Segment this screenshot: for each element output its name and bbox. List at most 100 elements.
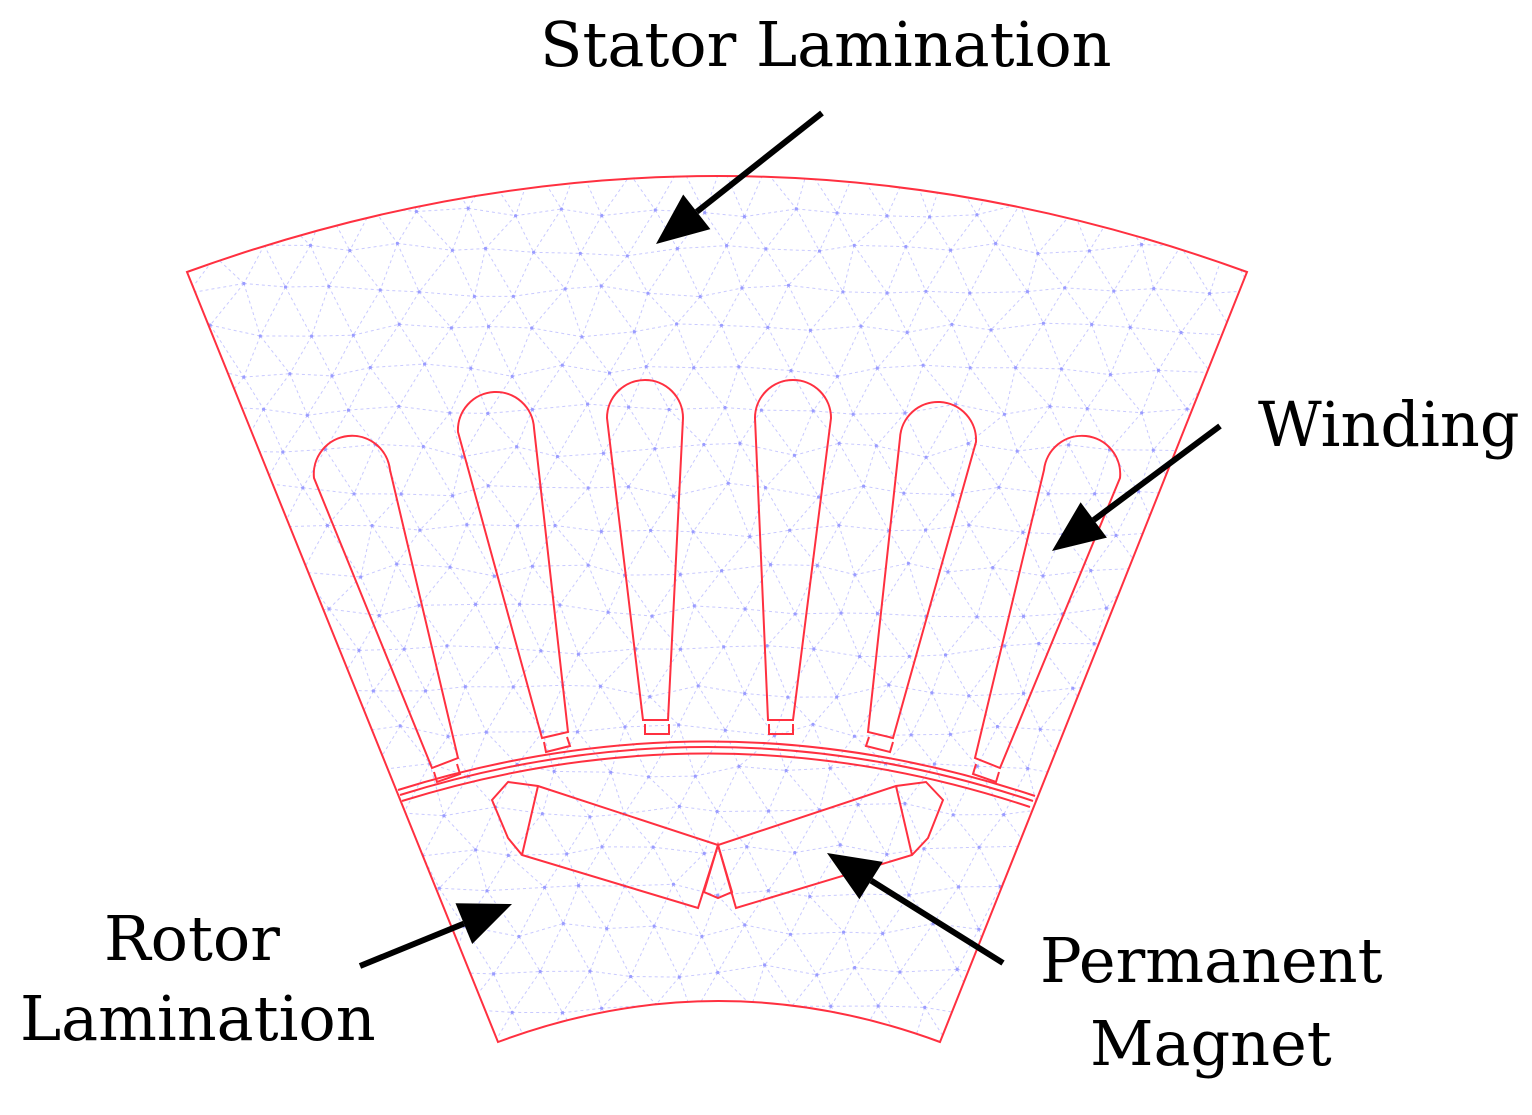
mesh-edge [281,683,335,691]
mesh-edge [192,524,238,530]
mesh-node [765,644,769,648]
mesh-node [1071,852,1075,856]
mesh-edge [334,773,350,815]
mesh-edge [485,215,516,249]
mesh-edge [992,567,1024,617]
mesh-edge [1110,374,1143,414]
mesh-node [773,84,776,87]
mesh-edge [330,124,347,165]
mesh-edge [600,531,626,576]
mesh-node [991,566,995,570]
mesh-edge [701,924,745,937]
mesh-node [484,730,488,734]
mesh-node [262,407,266,411]
mesh-edge [308,884,326,927]
mesh-edge [449,566,495,577]
mesh-edge [1073,208,1116,212]
mesh-edge [1094,449,1110,494]
mesh-edge [360,563,397,578]
mesh-edge [425,686,466,692]
mesh-edge [843,132,887,135]
mesh-node [909,733,913,737]
mesh-node [175,486,178,489]
mesh-edge [1210,372,1247,374]
mesh-edge [863,445,877,487]
mesh-node [943,653,948,657]
mesh-edge [668,367,695,410]
mesh-node [924,289,928,293]
mesh-edge [1068,444,1096,494]
mesh-edge [746,810,769,847]
mesh-edge [858,803,905,805]
mesh-edge [764,176,797,210]
mesh-node [518,602,522,606]
mesh-edge [842,245,855,292]
mesh-edge [220,492,238,526]
mesh-edge [426,84,449,132]
mesh-node [329,123,332,126]
mesh-node [766,325,770,329]
mesh-edge [587,564,609,613]
mesh-edge [906,332,924,366]
mesh-edge [886,246,907,294]
mesh-node [530,326,534,330]
mesh-edge [452,972,494,975]
mesh-edge [1085,803,1131,813]
mesh-node [538,969,542,974]
mesh-edge [1071,887,1097,928]
mesh-edge [796,137,808,168]
mesh-edge [418,291,452,329]
mesh-edge [853,245,888,294]
mesh-edge [191,572,220,608]
mesh-node [281,525,285,529]
mesh-edge [470,367,513,377]
mesh-edge [403,173,448,175]
mesh-edge [976,567,994,617]
mesh-edge [774,86,813,91]
mesh-node [766,809,771,813]
mesh-node [1067,443,1071,447]
mesh-edge [585,90,607,129]
mesh-node [693,774,697,778]
mesh-edge [744,693,788,698]
mesh-edge [400,493,421,531]
mesh-edge [676,248,701,297]
mesh-edge [1234,335,1247,374]
mesh-edge [739,443,766,488]
slot-opening-2 [543,736,572,754]
mesh-edge [765,248,789,286]
mesh-node [516,524,520,528]
mesh-edge [452,248,486,251]
mesh-edge [599,686,626,728]
mesh-edge [607,611,637,650]
mesh-edge [419,495,453,531]
mesh-node [301,94,304,97]
mesh-edge [1206,86,1227,129]
mesh-node [351,333,355,337]
arrow-rotor [358,903,512,969]
mesh-edge [1073,850,1112,855]
mesh-edge [487,176,517,216]
mesh-edge [353,732,374,771]
mesh-edge [951,86,972,128]
mesh-node [539,84,542,87]
mesh-edge [726,216,745,246]
mesh-edge [475,806,496,851]
mesh-node [325,523,329,528]
mesh-edge [496,647,514,688]
mesh-edge [1089,176,1116,209]
mesh-edge [1023,616,1040,644]
mesh-node [421,929,425,933]
mesh-node [1086,86,1089,89]
mesh-node [811,722,815,726]
mesh-edge [607,574,626,613]
mesh-edge [346,176,374,208]
mesh-edge [265,644,311,655]
mesh-node [743,691,747,696]
mesh-edge [383,1005,422,1012]
mesh-node [308,243,313,247]
mesh-edge [516,731,543,765]
mesh-edge [992,567,1044,577]
mesh-node [169,734,172,737]
mesh-edge [600,648,637,687]
